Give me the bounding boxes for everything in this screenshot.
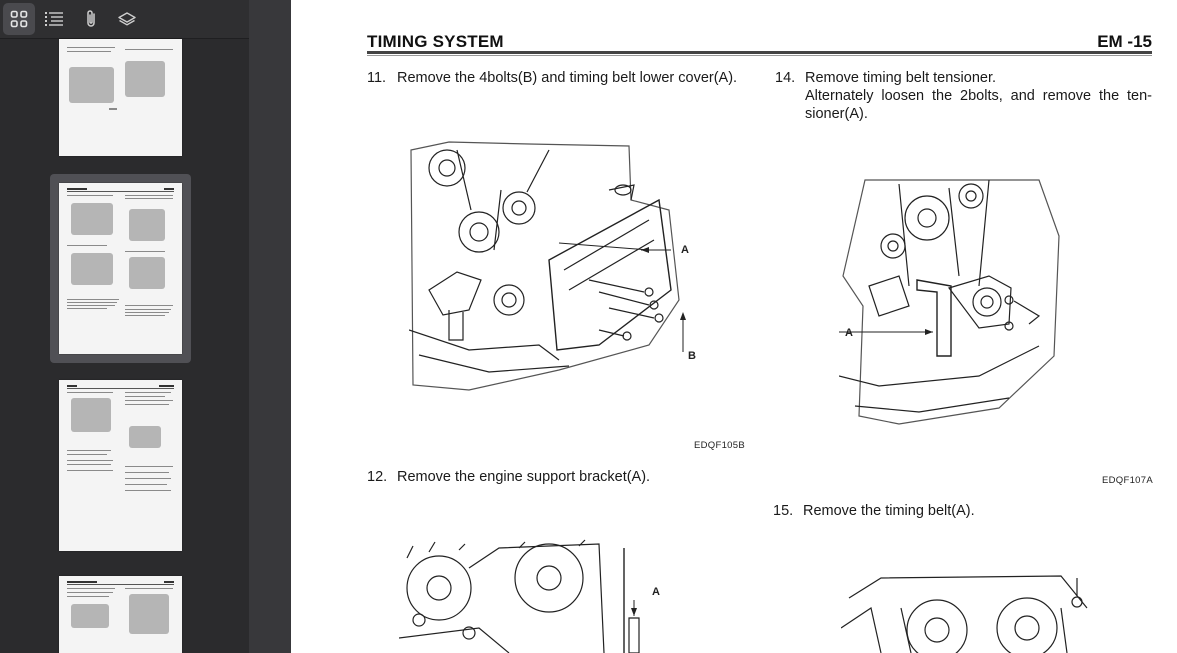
grid-icon: [10, 10, 28, 28]
step-number: 15.: [773, 503, 794, 519]
step-number: 12.: [367, 469, 388, 485]
step-text-line3: sioner(A).: [805, 106, 868, 122]
figure-code: EDQF107A: [1102, 475, 1153, 486]
step-number: 14.: [775, 70, 796, 86]
figure-engine-support-bracket: [399, 539, 640, 653]
step-text: Remove the engine support bracket(A).: [397, 469, 651, 485]
header-rule-thin: [367, 55, 1152, 56]
thumbnails-view-button[interactable]: [3, 3, 35, 35]
figure-code: EDQF105B: [694, 440, 745, 451]
header-rule: [367, 51, 1152, 54]
step-text: Remove the timing belt(A).: [803, 503, 975, 519]
step-11: 11. Remove the 4bolts(B) and timing belt …: [367, 69, 737, 87]
step-12: 12. Remove the engine support bracket(A).: [367, 468, 650, 486]
layers-icon: [118, 12, 136, 26]
step-15: 15. Remove the timing belt(A).: [773, 502, 975, 520]
sidebar-toolbar: [0, 0, 249, 39]
thumbnail-sidebar: [0, 0, 249, 653]
figure-callout-a: A: [845, 327, 853, 339]
step-text: Remove timing belt tensioner.: [805, 70, 997, 86]
figure-callout-a: A: [681, 244, 689, 256]
figure-belt-lower-cover: [409, 141, 686, 391]
figure-callout-a: A: [652, 586, 660, 598]
document-page[interactable]: TIMING SYSTEM EM -15 11. Remove the 4bolt…: [291, 0, 1177, 653]
list-icon: [45, 12, 63, 26]
figure-timing-belt: [841, 575, 1088, 653]
figure-belt-tensioner: [839, 179, 1060, 425]
attachments-view-button[interactable]: [75, 3, 107, 35]
step-14: 14. Remove timing belt tensioner. Altern…: [775, 69, 1152, 123]
page-thumbnail[interactable]: [59, 576, 182, 653]
page-number-label: EM -15: [1097, 32, 1152, 51]
page-title: TIMING SYSTEM: [367, 32, 504, 51]
sidebar-gutter: [249, 0, 291, 653]
paperclip-icon: [87, 10, 95, 27]
page-thumbnail[interactable]: [59, 39, 182, 156]
layers-view-button[interactable]: [111, 3, 143, 35]
thumbnail-list[interactable]: [0, 39, 249, 653]
step-text-line2: Alternately loosen the 2bolts, and remov…: [805, 88, 1152, 104]
step-text: Remove the 4bolts(B) and timing belt low…: [397, 70, 738, 86]
figure-callout-b: B: [688, 350, 696, 362]
page-thumbnail[interactable]: [59, 380, 182, 551]
outline-view-button[interactable]: [38, 3, 70, 35]
page-thumbnail-selected[interactable]: [59, 183, 182, 354]
step-number: 11.: [367, 70, 387, 86]
